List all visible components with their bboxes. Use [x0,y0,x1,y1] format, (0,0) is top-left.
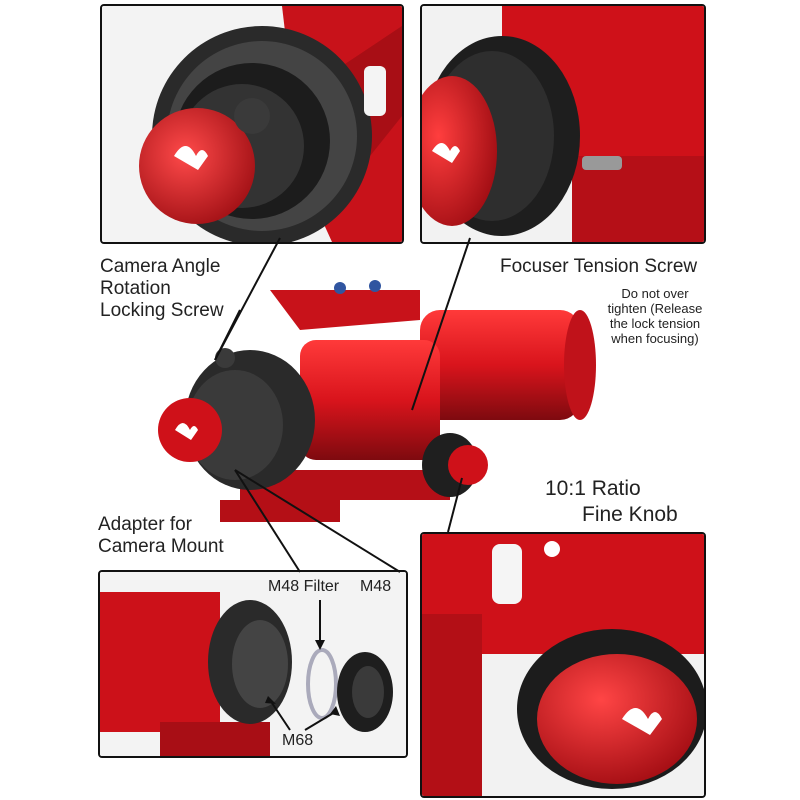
label-camera-angle: Camera Angle Rotation Locking Screw [100,256,224,321]
label-fine-knob: Fine Knob [582,503,678,526]
label-m48: M48 [360,578,392,595]
fine-knob-photo [422,534,704,796]
logo-icon [432,143,460,163]
label-m68: M68 [282,732,314,749]
camera-rotator-photo [102,6,402,242]
panel-adapter [98,570,408,758]
panel-fine-knob [420,532,706,798]
focuser-tension-photo [422,6,704,242]
logo-icon [622,708,662,735]
adapter-photo [100,572,406,756]
logo-icon [174,146,208,170]
logo-icon [175,423,198,440]
panel-focuser-tension [420,4,706,244]
label-focuser-tension: Focuser Tension Screw [500,256,698,277]
panel-camera-rotator [100,4,404,244]
label-m48-filter: M48 Filter [268,578,340,595]
label-focuser-note: Do not over tighten (Release the lock te… [607,286,703,346]
label-fine-knob-ratio: 10:1 Ratio [545,477,641,500]
label-adapter: Adapter for Camera Mount [98,514,224,557]
locking-screw-icon [234,98,270,134]
